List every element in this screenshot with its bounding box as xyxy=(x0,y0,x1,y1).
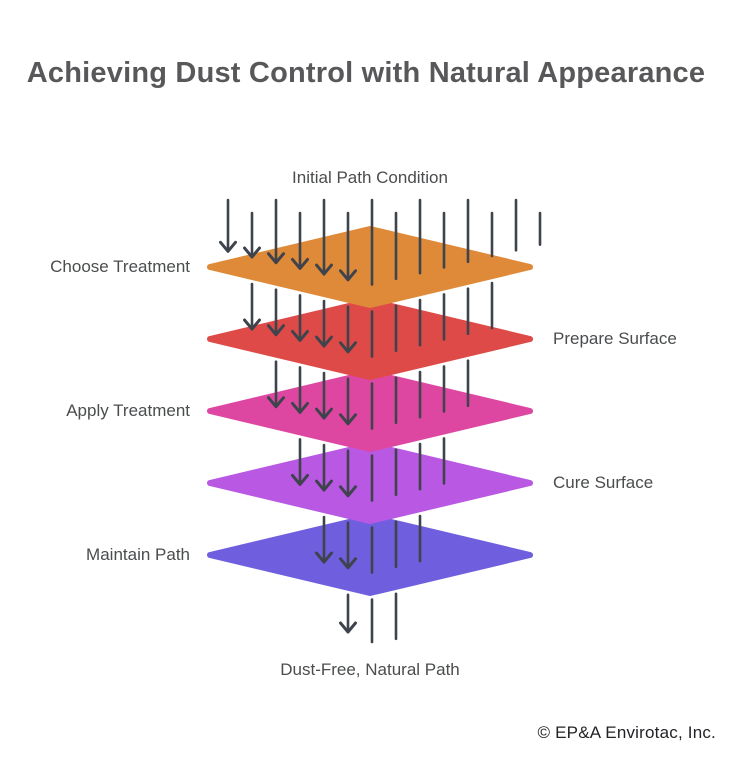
layer-diamond-3 xyxy=(207,442,533,524)
copyright-text: © EP&A Envirotac, Inc. xyxy=(537,723,716,742)
layer-diamond-1 xyxy=(207,298,533,380)
top-node-label: Initial Path Condition xyxy=(292,168,448,187)
layer-label-prepare-surface: Prepare Surface xyxy=(553,329,677,348)
layer-label-choose-treatment: Choose Treatment xyxy=(50,257,190,276)
layer-diamond-0 xyxy=(207,226,533,308)
layer-diamond-2 xyxy=(207,370,533,452)
layer-label-cure-surface: Cure Surface xyxy=(553,473,654,492)
bottom-node-label: Dust-Free, Natural Path xyxy=(280,660,460,679)
flow-arrows xyxy=(219,198,542,644)
layer-label-maintain-path: Maintain Path xyxy=(86,545,190,564)
layer-label-apply-treatment: Apply Treatment xyxy=(66,401,190,420)
page-title: Achieving Dust Control with Natural Appe… xyxy=(26,57,706,89)
layer-diamond-4 xyxy=(207,514,533,596)
